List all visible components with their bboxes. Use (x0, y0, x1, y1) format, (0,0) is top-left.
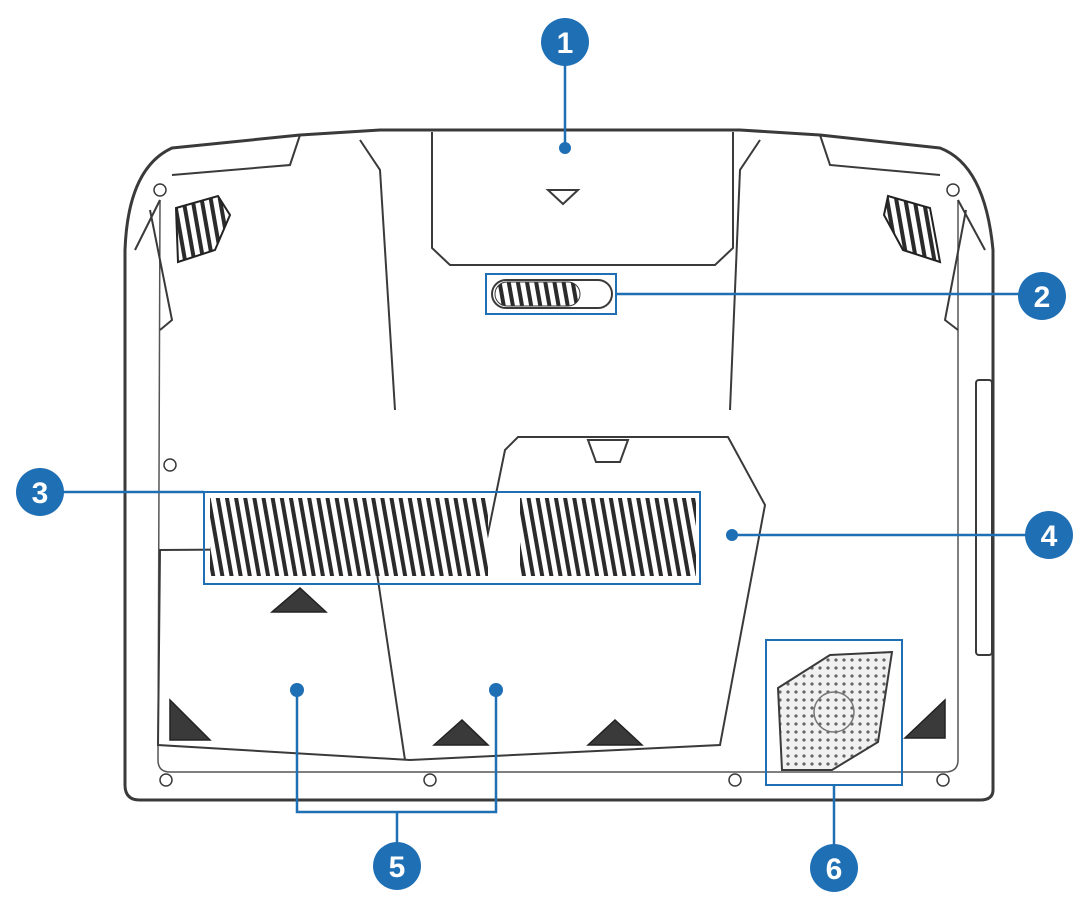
callout-4: 4 (1025, 511, 1073, 559)
side-edge-panel (975, 379, 993, 656)
svg-text:6: 6 (826, 853, 843, 886)
inner-rim (157, 199, 959, 773)
callout-1: 1 (541, 18, 589, 66)
right-rear-vent (882, 194, 942, 264)
callout-5: 5 (373, 842, 421, 890)
rubber-feet (169, 586, 946, 746)
top-shell-facets (134, 134, 986, 411)
compartment-split-line (374, 559, 406, 761)
svg-text:5: 5 (389, 851, 406, 884)
laptop-body (123, 128, 995, 802)
compartment-cover (156, 436, 767, 762)
battery-arrow-icon (545, 189, 581, 206)
leader-lines (62, 62, 1028, 848)
callout-3: 3 (16, 468, 64, 516)
air-vents (203, 491, 701, 585)
compartment-tab-icon (586, 439, 630, 463)
callout-2: 2 (1018, 272, 1066, 320)
svg-text:2: 2 (1034, 281, 1051, 314)
svg-text:1: 1 (557, 27, 574, 60)
left-rear-vent (174, 194, 232, 264)
battery-lock-switch (485, 273, 617, 315)
svg-text:4: 4 (1041, 520, 1058, 553)
svg-text:3: 3 (32, 477, 49, 510)
battery-cover (431, 132, 734, 266)
callout-6: 6 (810, 844, 858, 892)
screw-holes (153, 183, 960, 787)
